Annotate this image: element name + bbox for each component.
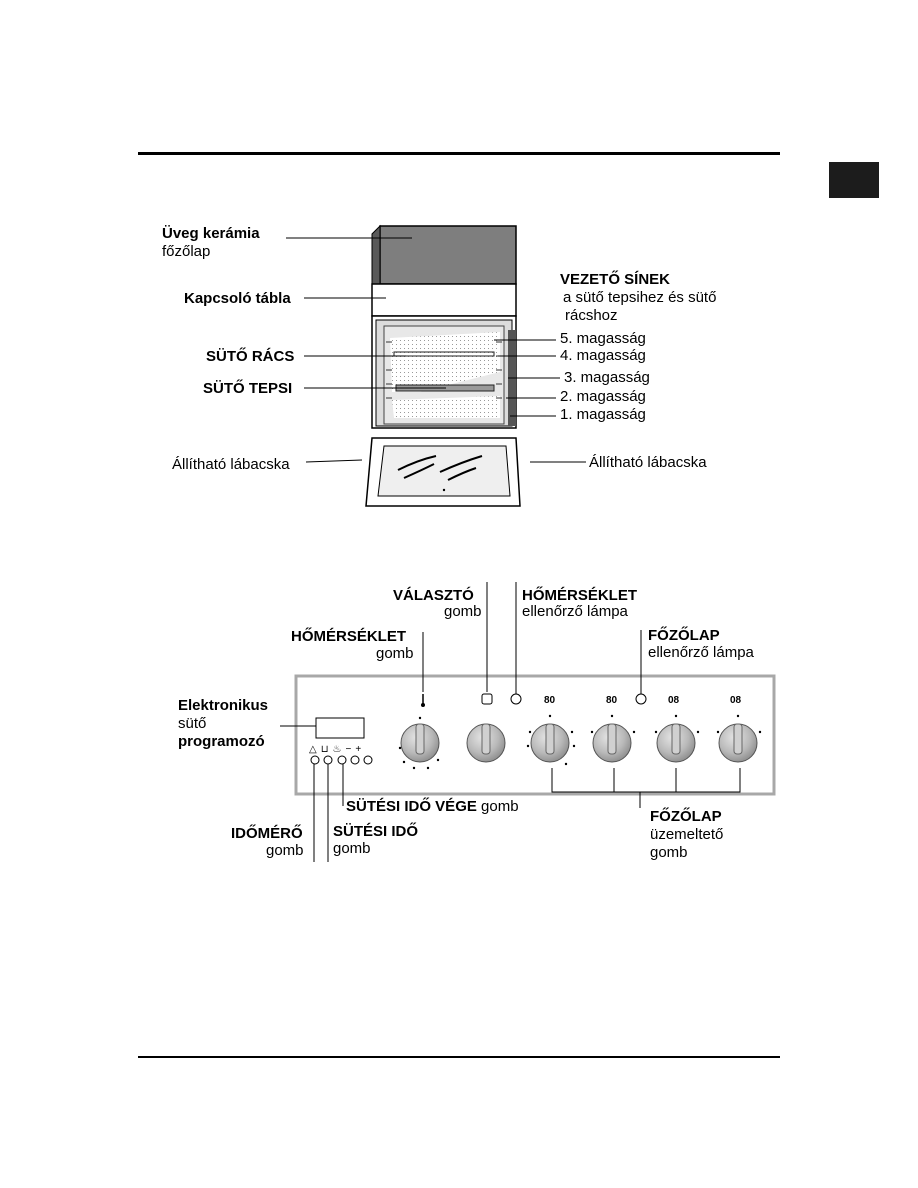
label-temp-knob: HŐMÉRSÉKLET xyxy=(291,628,407,645)
label-rails-sub2: rácshoz xyxy=(565,307,618,324)
label-level-4: 4. magasság xyxy=(560,347,646,364)
label-oven-rack: SÜTŐ RÁCS xyxy=(206,348,295,365)
label-level-5: 5. magasság xyxy=(560,330,646,347)
label-ceramic-hob: Üveg kerámia xyxy=(162,225,260,242)
label-hob-knob-sub2: gomb xyxy=(650,844,688,861)
label-rails-title: VEZETŐ SÍNEK xyxy=(560,271,671,288)
cook-time-symbol: ⊔ xyxy=(320,744,333,755)
label-hob-knob-sub1: üzemeltető xyxy=(650,826,724,843)
programmer-button-symbols: △⊔♨−+ xyxy=(309,741,365,758)
label-feet-right: Állítható lábacska xyxy=(589,454,707,471)
programmer-display xyxy=(315,717,365,739)
end-time-symbol: ♨ xyxy=(332,744,346,755)
label-timer: IDŐMÉRŐ xyxy=(231,825,303,842)
label-selector-sub: gomb xyxy=(444,603,482,620)
label-programmer-2: sütő xyxy=(178,715,207,732)
oven-body xyxy=(371,315,517,429)
svg-text:08: 08 xyxy=(668,695,680,706)
label-end-time-sub: gomb xyxy=(481,798,519,815)
label-hob-lamp-sub: ellenőrző lámpa xyxy=(648,644,754,661)
label-level-2: 2. magasság xyxy=(560,388,646,405)
label-control-panel: Kapcsoló tábla xyxy=(184,290,291,307)
label-hob-knob: FŐZŐLAP xyxy=(650,808,722,825)
knob-hob-3 xyxy=(656,723,696,763)
knob-selector xyxy=(466,723,506,763)
label-cook-time-sub: gomb xyxy=(333,840,371,857)
label-end-time: SÜTÉSI IDŐ VÉGE gomb xyxy=(346,798,519,815)
label-cook-time: SÜTÉSI IDŐ xyxy=(333,823,419,840)
plus-symbol: + xyxy=(355,744,366,755)
chapter-tab xyxy=(829,162,879,198)
label-programmer-1: Elektronikus xyxy=(178,697,269,714)
knob-hob-2 xyxy=(592,723,632,763)
bottom-rule xyxy=(138,1056,780,1058)
svg-text:08: 08 xyxy=(730,695,742,706)
label-hob-lamp: FŐZŐLAP xyxy=(648,627,720,644)
label-level-1: 1. magasság xyxy=(560,406,646,423)
label-oven-tray: SÜTŐ TEPSI xyxy=(203,380,293,397)
thermometer-icon xyxy=(421,694,425,707)
label-rails-sub1: a sütő tepsihez és sütő xyxy=(563,289,717,306)
label-feet-left: Állítható lábacska xyxy=(172,456,290,473)
hob-zone-icons: 80 80 08 08 xyxy=(544,695,742,706)
label-end-time-title: SÜTÉSI IDŐ VÉGE xyxy=(346,798,477,815)
label-level-3: 3. magasság xyxy=(564,369,650,386)
label-programmer-3: programozó xyxy=(178,733,265,750)
svg-text:80: 80 xyxy=(606,695,618,706)
knob-hob-4 xyxy=(718,723,758,763)
top-rule xyxy=(138,152,780,155)
knob-temperature xyxy=(400,723,440,763)
timer-symbol: △ xyxy=(309,744,321,755)
label-selector: VÁLASZTÓ xyxy=(393,587,474,604)
label-temp-lamp-sub: ellenőrző lámpa xyxy=(522,603,628,620)
knob-hob-1 xyxy=(530,723,570,763)
oven-rack xyxy=(393,351,495,357)
oven-door xyxy=(365,437,521,507)
control-panel-strip xyxy=(371,283,517,317)
label-temp-lamp: HŐMÉRSÉKLET xyxy=(522,587,638,604)
label-timer-sub: gomb xyxy=(266,842,304,859)
selector-indicator xyxy=(481,693,493,705)
label-ceramic-hob-line2: főzőlap xyxy=(162,243,211,260)
svg-text:80: 80 xyxy=(544,695,556,706)
minus-symbol: − xyxy=(345,744,356,755)
label-temp-knob-sub: gomb xyxy=(376,645,414,662)
knob-tick-marks xyxy=(398,714,762,770)
